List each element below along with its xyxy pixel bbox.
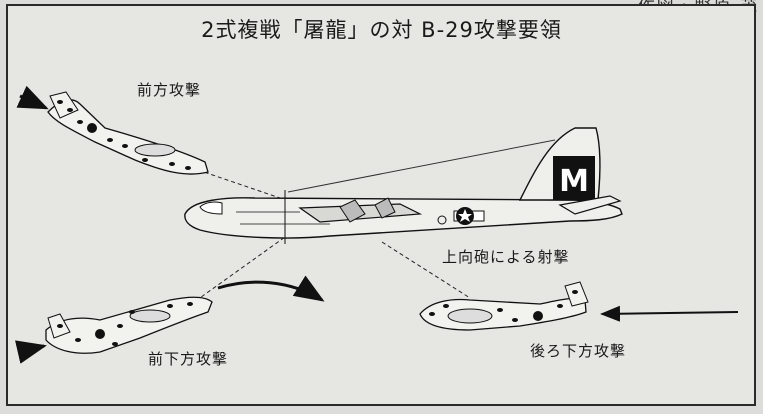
label-rear-low-attack: 後ろ下方攻撃 <box>530 342 627 360</box>
arrow-curved <box>217 275 325 302</box>
arrow-front-low <box>14 340 47 364</box>
fighter-front-attack <box>47 91 209 175</box>
label-front-low-attack: 前下方攻撃 <box>148 350 229 368</box>
fighter-front-low-attack <box>45 296 213 354</box>
label-upward-fire: 上向砲による射撃 <box>442 248 570 266</box>
label-front-attack: 前方攻撃 <box>137 81 202 99</box>
insignia <box>453 207 485 225</box>
diagram-title: 2式複戦「屠龍」の対 B-29攻撃要領 <box>201 18 562 42</box>
b29-bomber: M <box>184 127 623 244</box>
tail-marking: M <box>559 164 589 199</box>
attack-lines <box>189 169 471 306</box>
arrow-rear-low <box>600 305 739 322</box>
arrow-front <box>16 85 49 110</box>
fighter-rear-low-attack <box>419 281 589 331</box>
